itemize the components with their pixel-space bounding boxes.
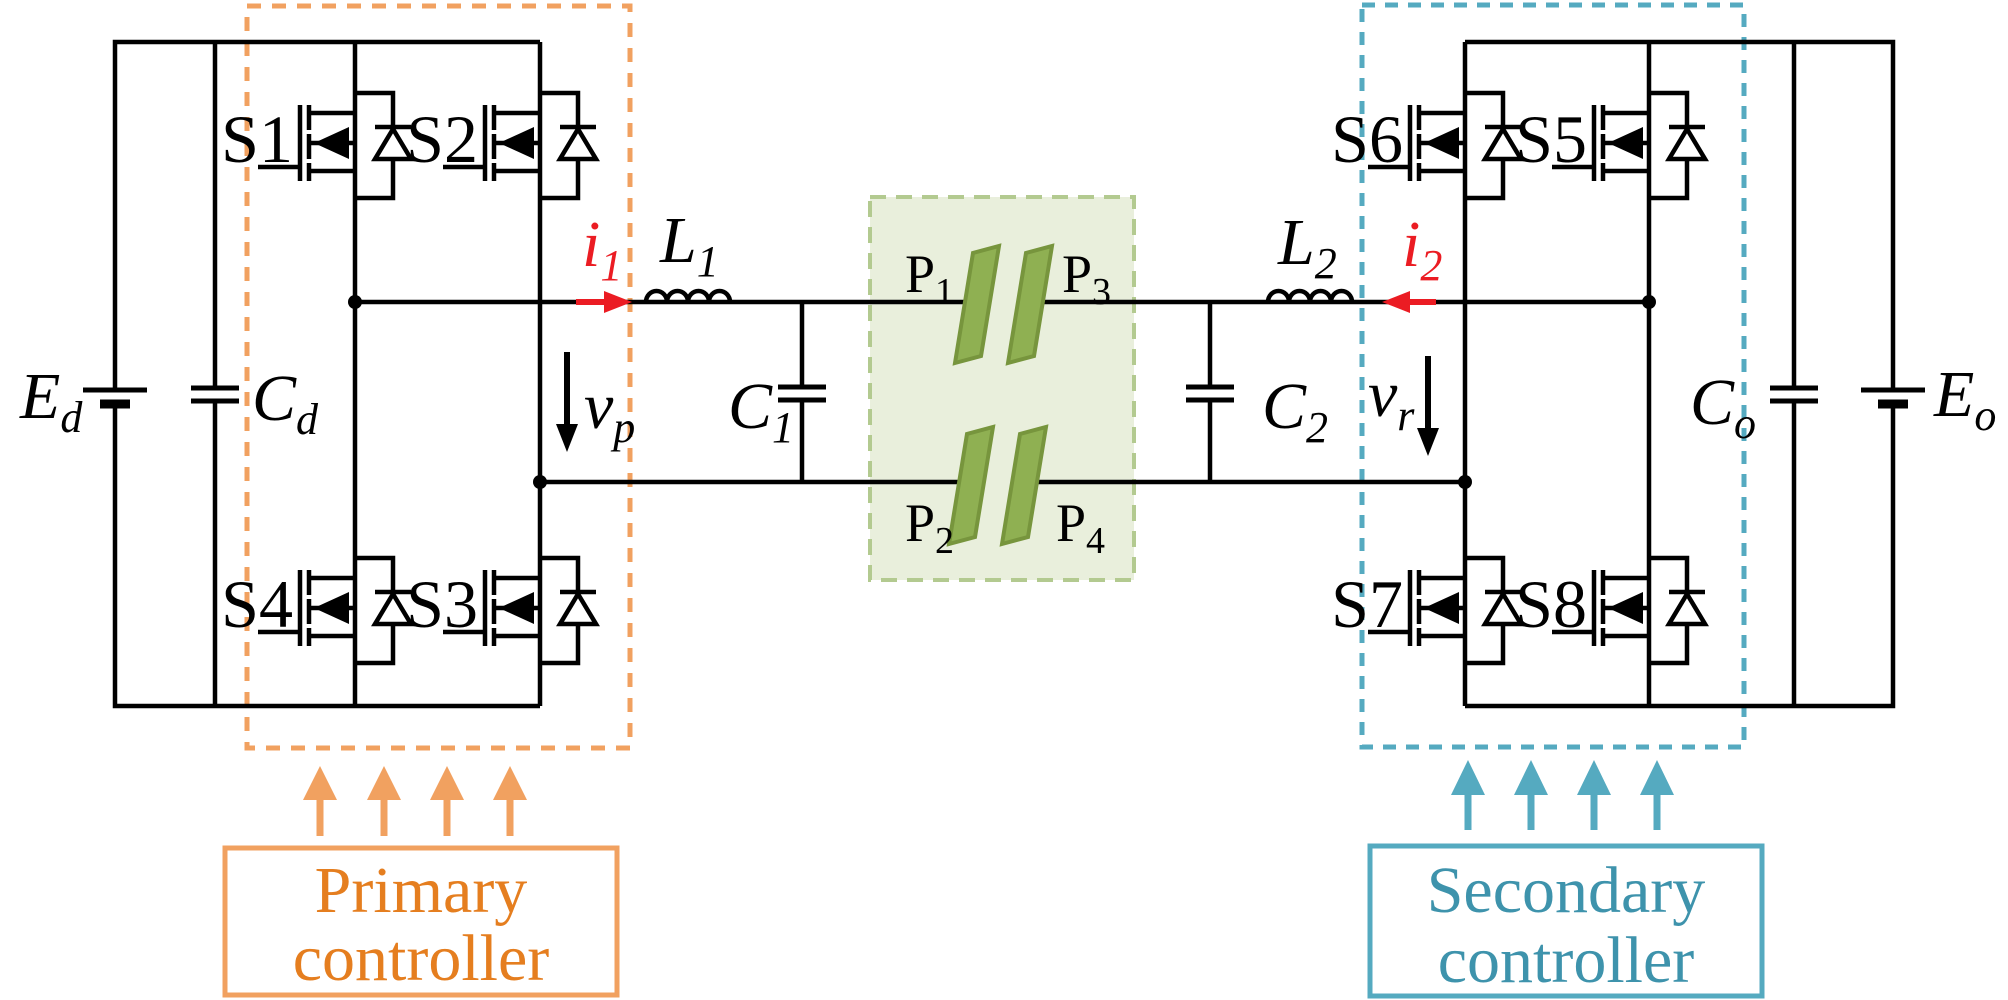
vr-voltage-label: vr	[1368, 358, 1415, 440]
co-capacitor-icon	[1770, 385, 1818, 404]
cd-capacitor-label: Cd	[252, 362, 319, 444]
p4-label: P4	[1056, 493, 1105, 562]
ed-source-label: Ed	[19, 360, 83, 442]
secondary-controller-box: Secondary controller	[1367, 843, 1765, 999]
s7-label: S7	[1331, 566, 1403, 642]
l2-inductor-icon	[1265, 288, 1355, 303]
primary-controller-line1: Primary	[315, 854, 528, 927]
p3-label: P3	[1062, 244, 1111, 313]
p2-label: P2	[905, 493, 954, 562]
c1-capacitor-label: C1	[728, 370, 794, 452]
wire-left-bridge-legs	[352, 42, 543, 706]
primary-controller-line2: controller	[293, 922, 550, 995]
up-arrow-icon	[367, 766, 401, 836]
i1-current-label: i1	[582, 208, 622, 290]
s2-label: S2	[406, 101, 478, 177]
up-arrow-icon	[1514, 760, 1548, 830]
secondary-gate-signal-arrows	[1451, 760, 1674, 830]
s6-label: S6	[1331, 101, 1403, 177]
i1-current-arrow-icon	[576, 291, 632, 313]
l2-inductor-label: L2	[1277, 206, 1337, 288]
primary-gate-signal-arrows	[303, 766, 527, 836]
p1-label: P1	[905, 244, 954, 313]
s5-label: S5	[1515, 101, 1587, 177]
s8-label: S8	[1515, 566, 1587, 642]
up-arrow-icon	[1640, 760, 1674, 830]
junction-dot	[1458, 475, 1472, 489]
eo-source-label: Eo	[1933, 358, 1996, 440]
up-arrow-icon	[1577, 760, 1611, 830]
secondary-controller-line2: controller	[1438, 924, 1695, 997]
junction-dot	[348, 295, 362, 309]
wire-left-outer-loop	[112, 39, 540, 709]
vp-voltage-arrow-icon	[556, 352, 578, 452]
up-arrow-icon	[430, 766, 464, 836]
c1-capacitor-icon	[778, 384, 826, 403]
primary-controller-box: Primary controller	[222, 845, 620, 998]
plate-p2-icon	[946, 424, 996, 547]
l1-inductor-label: L1	[659, 204, 719, 286]
up-arrow-icon	[303, 766, 337, 836]
plate-p3-icon	[1005, 243, 1055, 366]
vp-voltage-label: vp	[584, 370, 635, 452]
up-arrow-icon	[1451, 760, 1485, 830]
wire-resonant-rails	[355, 299, 1649, 485]
wire-right-bridge-legs	[1462, 42, 1652, 706]
vr-voltage-arrow-icon	[1417, 356, 1439, 456]
s4-label: S4	[221, 566, 293, 642]
plate-p4-icon	[999, 424, 1049, 547]
wire-right-outer-loop	[1465, 39, 1896, 709]
l1-inductor-icon	[643, 288, 733, 303]
cd-capacitor-icon	[191, 385, 239, 404]
plate-p1-icon	[952, 243, 1002, 366]
junction-dot	[1642, 295, 1656, 309]
co-capacitor-label: Co	[1690, 366, 1756, 448]
i2-current-arrow-icon	[1382, 291, 1436, 313]
secondary-bridge-dashed-box	[1359, 2, 1747, 750]
primary-bridge-dashed-box	[244, 3, 633, 751]
c2-capacitor-label: C2	[1262, 370, 1328, 452]
secondary-controller-line1: Secondary	[1427, 854, 1706, 927]
up-arrow-icon	[493, 766, 527, 836]
i2-current-label: i2	[1402, 208, 1442, 290]
junction-dot	[533, 475, 547, 489]
coupling-plates-box	[868, 195, 1136, 582]
s1-label: S1	[221, 101, 293, 177]
s3-label: S3	[406, 566, 478, 642]
c2-capacitor-icon	[1186, 384, 1234, 403]
